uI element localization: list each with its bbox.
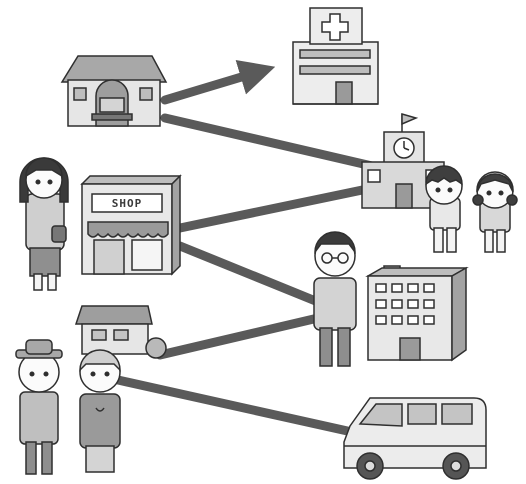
child-girl-icon [472, 171, 518, 253]
elderly-woman-icon [79, 349, 121, 473]
house-building-icon [60, 55, 168, 127]
elderly-man-icon [15, 339, 63, 475]
apartment-building-icon [365, 265, 469, 362]
connector-house-to-hospital-arrow [160, 59, 276, 105]
connectors [113, 59, 377, 437]
small-house-icon [74, 305, 167, 359]
connector-elderly-to-van [113, 375, 357, 437]
connector-house-to-school [160, 113, 377, 171]
man-with-glasses-icon [313, 231, 357, 367]
connector-school-to-shop [175, 183, 377, 233]
shop-sign-text: SHOP [112, 197, 143, 210]
connector-man-to-small-house [155, 313, 323, 360]
shop-building-icon [80, 174, 182, 276]
child-boy-icon [425, 165, 463, 253]
woman-with-bag-icon [19, 157, 69, 291]
hospital-building-icon [292, 7, 379, 105]
van-vehicle-icon [343, 397, 487, 480]
connector-shop-to-man [175, 241, 323, 307]
